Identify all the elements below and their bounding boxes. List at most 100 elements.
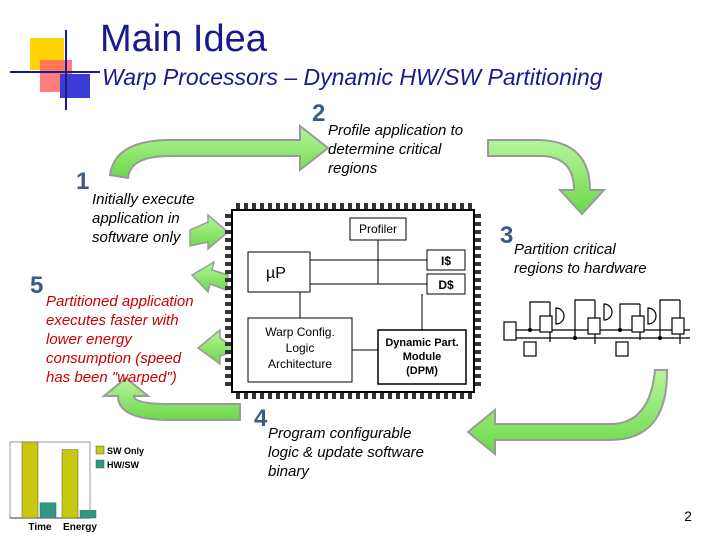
chip-pin — [380, 392, 384, 399]
step1-line: application in — [92, 210, 180, 227]
chip-pin — [225, 366, 232, 370]
chip-pin — [225, 286, 232, 290]
chip-pin — [244, 392, 248, 399]
microprocessor-label: µP — [266, 265, 286, 282]
chip-pin — [460, 392, 464, 399]
chip-pin — [225, 278, 232, 282]
slide-logo-decoration — [10, 30, 100, 110]
chip-pin — [268, 392, 272, 399]
icache-label: I$ — [441, 254, 451, 268]
step2-line: determine critical — [328, 141, 442, 158]
chip-pin — [364, 392, 368, 399]
chip-pin — [474, 278, 481, 282]
bar-hwsw-energy — [79, 510, 97, 519]
chip-pin — [396, 203, 400, 210]
legend-label: SW Only — [107, 446, 144, 456]
chip-pin — [225, 358, 232, 362]
warp-config-block — [247, 317, 353, 383]
chip-pin — [316, 392, 320, 399]
chip-pin — [444, 203, 448, 210]
slide-title: Main Idea — [100, 18, 267, 60]
chip-pin — [460, 203, 464, 210]
configurable-logic-fabric — [503, 299, 690, 357]
step4-line: Program configurable — [268, 425, 412, 442]
chip-pin — [225, 334, 232, 338]
chip-pin — [225, 302, 232, 306]
chip-pin — [404, 203, 408, 210]
chip-pin — [316, 203, 320, 210]
chip-pin — [340, 392, 344, 399]
arrow-step1-to-step2 — [108, 123, 330, 180]
chip-pin — [474, 350, 481, 354]
chip-pin — [474, 334, 481, 338]
chip-pin — [268, 203, 272, 210]
chip-pin — [474, 374, 481, 378]
icache-block — [426, 249, 466, 271]
chip-pin — [436, 392, 440, 399]
chip-pin — [372, 203, 376, 210]
chip-pin — [225, 374, 232, 378]
dpm-line: Module — [403, 351, 442, 363]
chip-pin — [474, 214, 481, 218]
step5-line: executes faster with — [46, 312, 179, 329]
chip-pin — [225, 342, 232, 346]
arrow-step4-to-step5 — [101, 376, 241, 421]
chip-pin — [474, 238, 481, 242]
chip-pin — [260, 392, 264, 399]
step5-line: lower energy — [46, 331, 132, 348]
chip-pin — [420, 392, 424, 399]
chip-pin — [348, 392, 352, 399]
chip-pin — [284, 203, 288, 210]
chip-pin — [252, 203, 256, 210]
chip-pin — [474, 326, 481, 330]
chip-pin — [474, 382, 481, 386]
chip-pin — [474, 222, 481, 226]
chip-pin — [225, 222, 232, 226]
warp-config-line: Architecture — [268, 357, 332, 371]
legend-swatch — [95, 459, 105, 469]
arrow-step2-to-step3 — [487, 139, 607, 216]
chip-pin — [412, 392, 416, 399]
chip-pin — [225, 238, 232, 242]
chip-pin — [420, 203, 424, 210]
warp-config-line: Logic — [286, 341, 315, 355]
step1-line: Initially execute — [92, 191, 195, 208]
chip-pin — [468, 392, 472, 399]
chip-pin — [404, 392, 408, 399]
chip-pin — [252, 392, 256, 399]
chip-pin — [332, 392, 336, 399]
chip-pin — [474, 318, 481, 322]
arrow-step1-into-chip — [189, 213, 230, 251]
chip-pin — [225, 214, 232, 218]
chip-pin — [468, 203, 472, 210]
dpm-line: Dynamic Part. — [385, 337, 458, 349]
bar-swonly-energy — [61, 449, 79, 519]
step1-line: software only — [92, 229, 181, 246]
chip-pin — [276, 203, 280, 210]
page-number: 2 — [684, 508, 692, 524]
chip-pin — [292, 203, 296, 210]
chip-pin — [428, 392, 432, 399]
chip-pin — [452, 392, 456, 399]
warp-processor-chip: Profiler µP I$ D$ Warp Config. Logic Arc… — [225, 203, 481, 399]
step5-number: 5 — [30, 272, 44, 299]
step2-line: Profile application to — [328, 122, 464, 139]
chip-pin — [474, 230, 481, 234]
chip-pin — [244, 203, 248, 210]
profiler-label: Profiler — [359, 222, 397, 236]
chip-pin — [284, 392, 288, 399]
chip-pin — [474, 294, 481, 298]
chip-pin — [225, 310, 232, 314]
step5-text: Partitioned application executes faster … — [46, 292, 194, 387]
chip-pin — [474, 254, 481, 258]
chip-pin — [428, 203, 432, 210]
bar-hwsw-time — [39, 502, 57, 519]
chip-pin — [276, 392, 280, 399]
chip-pin — [225, 254, 232, 258]
chip-pin — [474, 310, 481, 314]
chip-pin — [452, 203, 456, 210]
chip-pin — [225, 326, 232, 330]
step4-text: Program configurable logic & update soft… — [268, 424, 424, 481]
chip-pin — [474, 366, 481, 370]
